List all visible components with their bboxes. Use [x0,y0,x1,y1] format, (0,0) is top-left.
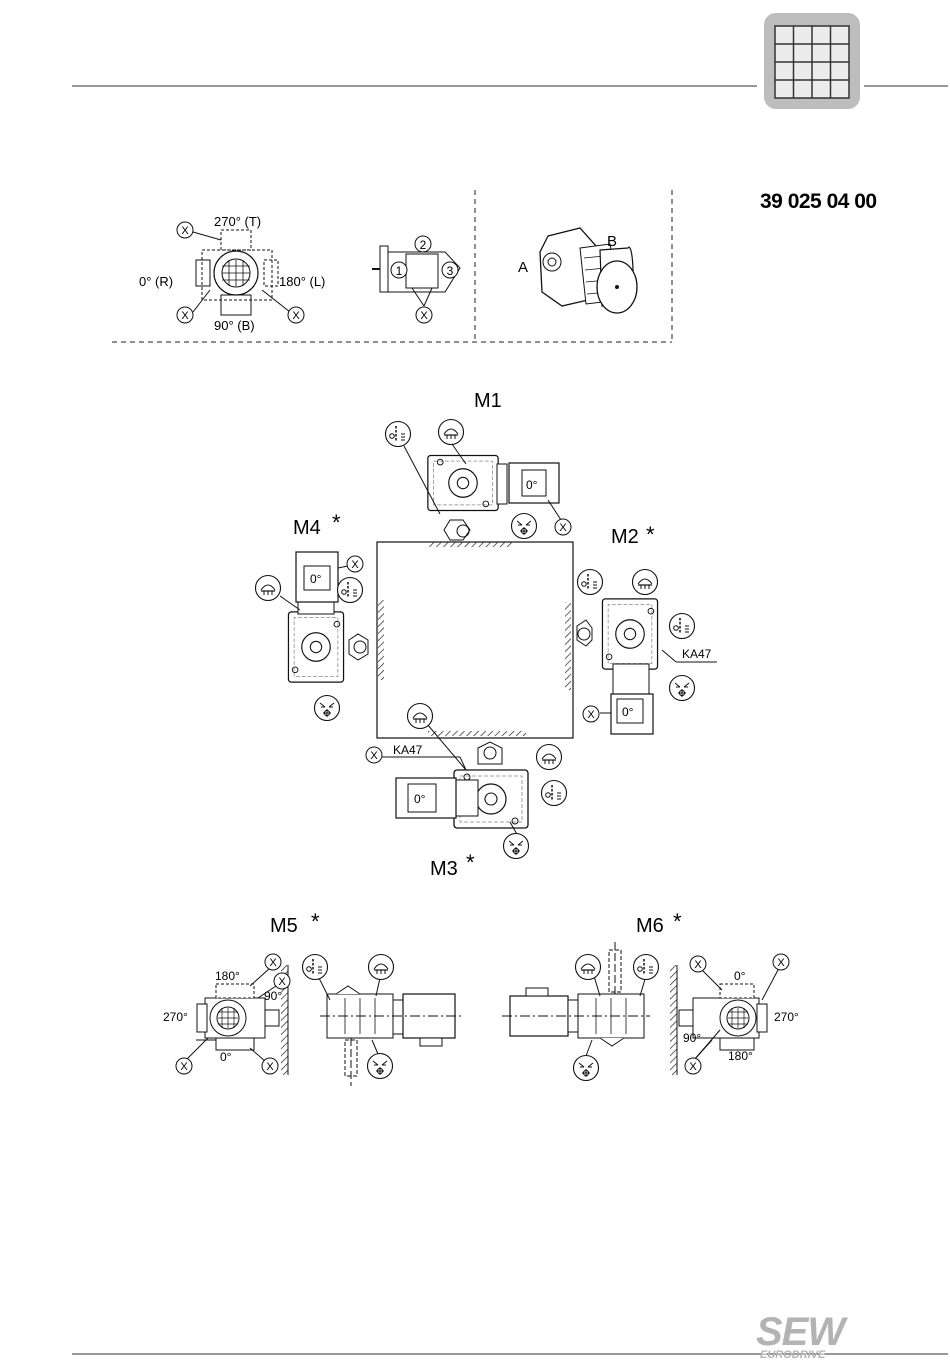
label-0-right: 0° (R) [139,274,173,289]
side-label-b: B [607,233,617,250]
m6-angle-270: 270° [774,1010,799,1024]
document-number: 39 025 04 00 [760,190,877,213]
cable-entry-3: 3 [447,264,454,278]
m5-label: M5 [270,915,298,937]
m1-terminal-box-label: 0° [526,478,538,492]
m6-angle-180: 180° [728,1049,753,1063]
m3-star: * [466,850,475,875]
m5-angle-180: 180° [215,969,240,983]
gearmotor-sides-diagram: A B [518,228,637,313]
m5-angle-0: 0° [220,1050,232,1064]
label-90-bottom: 90° (B) [214,318,255,333]
sew-eurodrive-logo: SEW EURODRIVE [756,1310,848,1360]
logo-main: SEW [756,1310,848,1354]
m5-angle-270: 270° [163,1010,188,1024]
m3-label: M3 [430,858,458,880]
terminal-box-positions-diagram: 270° (T) 0° (R) 180° (L) 90° (B) [139,214,325,333]
mounting-position-m2: M2 * 0° KA47 [577,522,717,734]
cable-entry-2: 2 [420,238,427,252]
m3-terminal-box-label: 0° [414,792,426,806]
m5-star: * [311,909,320,934]
label-270-top: 270° (T) [214,214,261,229]
side-label-a: A [518,259,528,276]
chapter-grid-icon [775,26,849,98]
mounting-position-m6: M6 * 0° 270° 9 [502,909,799,1081]
m4-label: M4 [293,517,321,539]
logo-sub: EURODRIVE [760,1349,826,1360]
m2-label: M2 [611,526,639,548]
m4-terminal-box-label: 0° [310,572,322,586]
m3-model-label: KA47 [393,743,423,757]
label-180-left: 180° (L) [279,274,325,289]
m6-angle-0: 0° [734,969,746,983]
m4-star: * [332,510,341,535]
m6-angle-90: 90° [683,1031,701,1045]
m6-label: M6 [636,915,664,937]
m5-angle-90: 90° [264,989,282,1003]
cable-entry-diagram: 1 2 3 [372,236,460,323]
mounting-wall [377,542,573,738]
mounting-position-m4: M4 * 0° [256,510,369,721]
m2-model-label: KA47 [682,647,712,661]
mounting-position-m3: M3 * 0° KA47 [366,704,567,881]
mounting-position-m1: M1 0° [386,390,572,540]
mounting-position-m5: M5 * 180° 90° 270° 0° [163,909,462,1086]
cable-entry-1: 1 [396,264,403,278]
m1-label: M1 [474,390,502,412]
m2-terminal-box-label: 0° [622,705,634,719]
m2-star: * [646,522,655,547]
m6-star: * [673,909,682,934]
